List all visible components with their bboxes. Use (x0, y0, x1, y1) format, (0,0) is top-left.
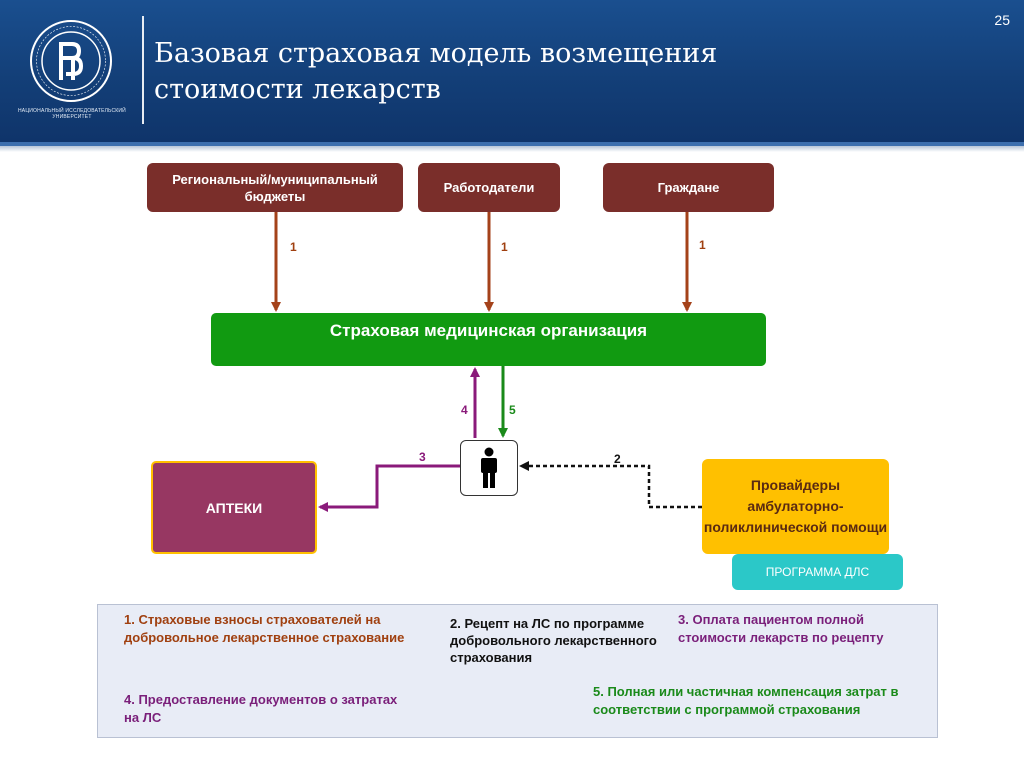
node-pharmacies: АПТЕКИ (151, 461, 317, 554)
legend-item-3: 3. Оплата пациентом полной стоимости лек… (678, 612, 884, 645)
label-arrow-to-insurer: 4 (461, 403, 468, 417)
hse-emblem-icon (30, 20, 112, 102)
label-arrow-citizens: 1 (699, 238, 706, 252)
legend-item-2: 2. Рецепт на ЛС по программе добровольно… (450, 616, 657, 665)
page-number: 25 (994, 12, 1010, 28)
node-regional-budgets: Региональный/муниципальный бюджеты (147, 163, 403, 212)
label-arrow-employers: 1 (501, 240, 508, 254)
arrow-provider-to-patient (519, 461, 702, 509)
header-separator (142, 16, 144, 124)
header-divider (0, 142, 1024, 146)
label-arrow-to-pharmacy: 3 (419, 450, 426, 464)
node-providers: Провайдеры амбулаторно-поликлинической п… (702, 459, 889, 554)
node-dls-program: ПРОГРАММА ДЛС (732, 554, 903, 590)
logo-caption: НАЦИОНАЛЬНЫЙ ИССЛЕДОВАТЕЛЬСКИЙ УНИВЕРСИТ… (18, 108, 126, 120)
legend-panel: 1. Страховые взносы страхователей на доб… (97, 604, 938, 738)
slide-title: Базовая страховая модель возмещения стои… (154, 36, 717, 108)
header-shadow (0, 146, 1024, 152)
person-icon (481, 447, 497, 488)
node-employers: Работодатели (418, 163, 560, 212)
label-arrow-from-insurer: 5 (509, 403, 516, 417)
legend-item-5: 5. Полная или частичная компенсация затр… (593, 684, 899, 717)
node-insurer: Страховая медицинская организация (211, 313, 766, 366)
title-line-1: Базовая страховая модель возмещения (154, 38, 718, 69)
label-arrow-regional: 1 (290, 240, 297, 254)
label-arrow-from-provider: 2 (614, 452, 621, 466)
legend-item-1: 1. Страховые взносы страхователей на доб… (124, 612, 405, 645)
arrow-patient-to-pharmacy (318, 464, 460, 512)
title-line-2: стоимости лекарств (154, 74, 441, 105)
slide-header (0, 0, 1024, 142)
node-patient (460, 440, 518, 496)
legend-item-4: 4. Предоставление документов о затратах … (124, 692, 398, 725)
node-citizens: Граждане (603, 163, 774, 212)
